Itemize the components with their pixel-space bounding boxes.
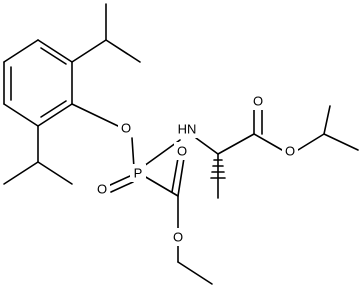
isopropyl-ester-oxygen-label: O [285, 144, 295, 159]
benzene-ring [3, 39, 73, 127]
ring-double-bond [40, 47, 67, 65]
bond [177, 261, 213, 285]
bottom-isopropyl-group [3, 125, 73, 185]
bond [217, 133, 255, 155]
carbonyl-oxygen-label: O [253, 94, 263, 109]
p-o-double-bond [107, 175, 131, 187]
top-isopropyl-group [71, 3, 141, 63]
ring-bond [37, 39, 73, 63]
ring-bond [3, 103, 39, 127]
bond [253, 133, 283, 151]
label-background [250, 92, 266, 110]
bond [37, 161, 73, 185]
ester-ether-oxygen-label: O [173, 230, 183, 245]
n-c-bond [195, 137, 219, 155]
bond [323, 133, 359, 151]
label-background [94, 180, 110, 198]
ethoxycarbonyl-group [171, 157, 213, 285]
label-background [130, 164, 146, 182]
bond [3, 161, 39, 185]
aryl-oxy-phosphorus-linkage [71, 103, 135, 169]
phosphorus-label: P [134, 166, 143, 181]
bond [297, 133, 325, 151]
ring-double-bond [40, 100, 67, 118]
label-background [118, 119, 134, 137]
label-background [282, 142, 298, 160]
aryl-oxygen-label: O [121, 121, 131, 136]
ester-carbonyl-oxygen-label: O [177, 144, 187, 159]
label-background [170, 228, 186, 246]
c-o-double-bond [171, 157, 179, 193]
phosphoryl-oxygen-label: O [97, 182, 107, 197]
ring-bond [3, 39, 39, 63]
atom-labels: O P HN O O O O O [94, 92, 298, 246]
label-background [174, 120, 200, 138]
c-o-double-bond [177, 157, 185, 197]
bond [71, 103, 119, 127]
label-background [174, 142, 190, 160]
alanine-backbone [195, 105, 325, 199]
p-o-double-bond [110, 181, 134, 193]
bond [131, 137, 135, 169]
bond [105, 39, 141, 63]
nitrogen-label: HN [178, 122, 197, 137]
ring-bond [37, 103, 73, 127]
bond [323, 105, 331, 135]
isopropyl-ester-group [323, 105, 359, 151]
bond [71, 39, 107, 63]
